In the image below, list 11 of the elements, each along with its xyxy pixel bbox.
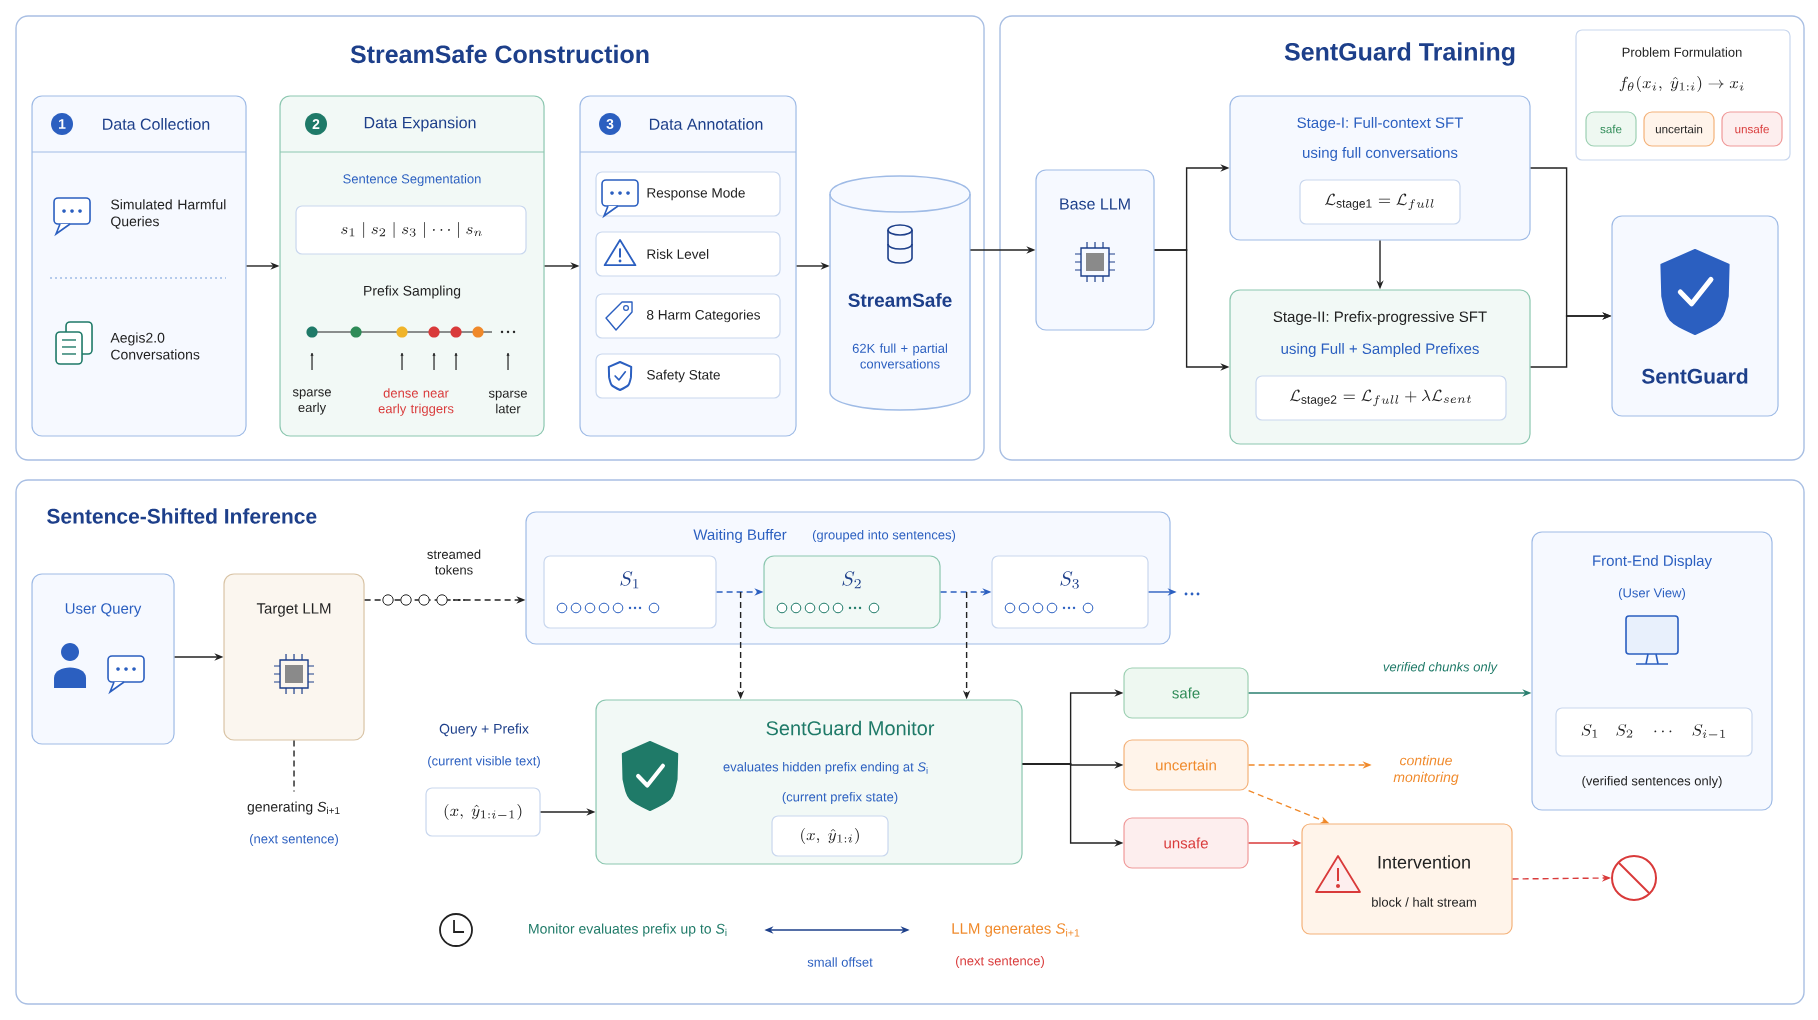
state-box: $(x,\ \hat{y}_{1:i-1})$ — [425, 787, 541, 837]
state-box: $(x,\ \hat{y}_{1:i})$ — [771, 815, 889, 857]
stop-sign — [1611, 855, 1657, 901]
loss-box: $\mathcal{L}_{\mathrm{stage1}} = \mathcal{L}_{full}$ — [1299, 179, 1461, 225]
sentence-box: $S_1$ — [543, 555, 717, 629]
segment-box: $s_1 \mid s_2 \mid s_3 \mid \cdots \mid s_n$ — [295, 205, 527, 255]
model-box: Base LLM — [1035, 169, 1155, 331]
sentence-strip: $S_1 \quad S_2 \quad \cdots \quad S_{i-1}$ — [1555, 707, 1753, 757]
loss-box: $\mathcal{L}_{\mathrm{stage2}} = \mathcal{L}_{full} + \lambda \mathcal{L}_{sent}$ — [1255, 375, 1507, 421]
sentence-box: $S_2$ — [763, 555, 941, 629]
sentence-box: $S_3$ — [991, 555, 1149, 629]
